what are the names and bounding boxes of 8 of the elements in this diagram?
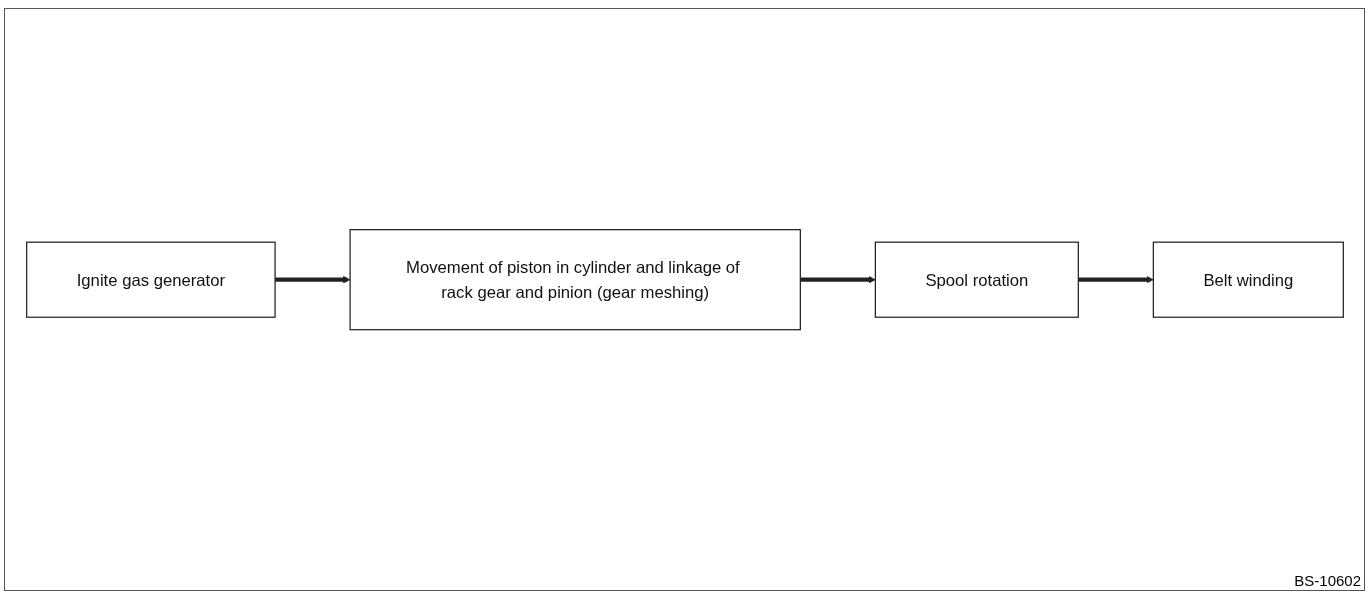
arrow (1078, 276, 1154, 284)
node-box: Belt winding (1152, 241, 1344, 319)
figure-code: BS-10602 (1294, 572, 1361, 589)
node-box: Spool rotation (874, 241, 1079, 319)
arrow (800, 276, 876, 284)
node-box: Ignite gas generator (26, 241, 276, 319)
arrow (275, 276, 351, 284)
node-box: Movement of piston in cylinder and linkage of rack gear and pinion (gear meshing) (349, 229, 801, 331)
